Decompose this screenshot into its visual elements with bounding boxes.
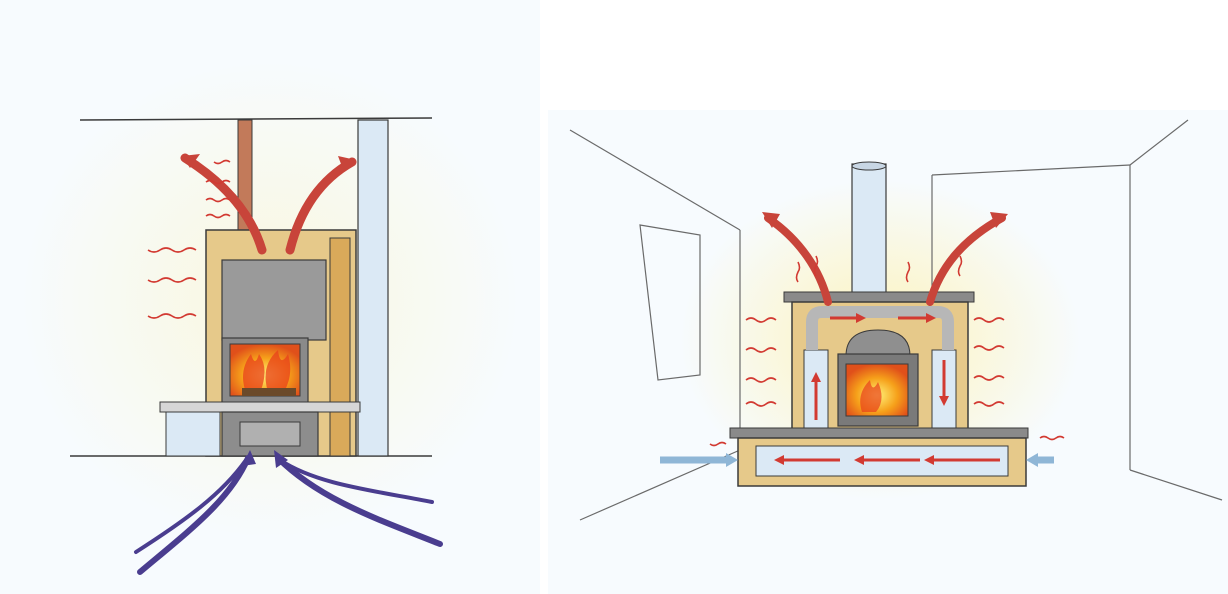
front-view-panel	[548, 110, 1228, 594]
hearth-plate	[730, 428, 1028, 438]
casing-side-panel	[330, 238, 350, 456]
floor-block	[166, 412, 220, 456]
side-view-panel	[0, 0, 540, 594]
chimney-top	[852, 162, 886, 170]
logs	[242, 388, 296, 396]
air-intake-grille	[240, 422, 300, 446]
top-shelf	[784, 292, 974, 302]
chimney-pipe	[852, 164, 886, 294]
hearth-plate	[160, 402, 360, 412]
heat-chamber	[222, 260, 326, 340]
side-wall	[358, 120, 388, 456]
